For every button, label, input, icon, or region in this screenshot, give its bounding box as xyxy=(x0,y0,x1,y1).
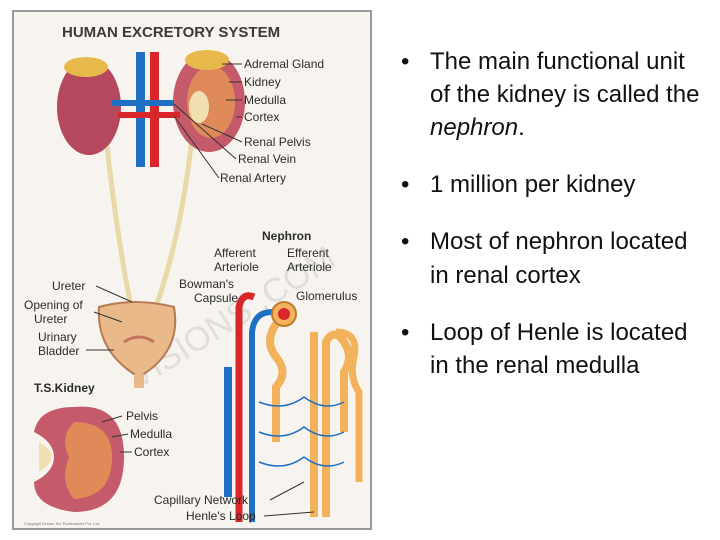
label-renal-vein: Renal Vein xyxy=(238,152,296,166)
left-ureter xyxy=(103,136,135,313)
bullet-text: The main functional unit of the kidney i… xyxy=(430,48,700,109)
label-ts-cortex: Cortex xyxy=(134,445,169,459)
label-capillary-network: Capillary Network xyxy=(154,493,249,507)
label-adrenal-gland: Adremal Gland xyxy=(244,57,324,71)
label-afferent-arteriole: Arteriole xyxy=(214,260,259,274)
bullet-item: 1 million per kidney xyxy=(395,168,705,201)
label-efferent: Efferent xyxy=(287,246,329,260)
bullet-item: Most of nephron located in renal cortex xyxy=(395,225,705,291)
ts-kidney-medulla xyxy=(65,422,112,499)
bullet-item: The main functional unit of the kidney i… xyxy=(395,45,705,144)
label-glomerulus: Glomerulus xyxy=(296,289,357,303)
label-ureter: Ureter xyxy=(52,279,85,293)
poster-title: HUMAN EXCRETORY SYSTEM xyxy=(62,24,280,41)
label-cortex: Cortex xyxy=(244,110,279,124)
label-bowmans: Bowman's xyxy=(179,277,234,291)
vein-segment xyxy=(224,367,232,497)
bullet-text: 1 million per kidney xyxy=(430,171,636,199)
urethra xyxy=(134,374,144,388)
bullet-item: Loop of Henle is located in the renal me… xyxy=(395,316,705,382)
poster-illustration: HUMAN EXCRETORY SYSTEM VISIONS .COM Adre… xyxy=(24,24,363,526)
venous-vessel xyxy=(249,309,273,522)
label-ts-medulla: Medulla xyxy=(130,427,172,441)
left-kidney xyxy=(57,59,121,155)
label-renal-artery: Renal Artery xyxy=(220,171,286,185)
aorta xyxy=(150,52,159,167)
glomerulus xyxy=(278,308,290,320)
afferent-vessel xyxy=(235,292,256,522)
label-urinary: Urinary xyxy=(38,330,77,344)
label-pelvis: Pelvis xyxy=(126,409,158,423)
bullet-text: Loop of Henle is located in the renal me… xyxy=(430,318,688,379)
label-kidney: Kidney xyxy=(244,75,281,89)
renal-artery xyxy=(118,112,180,118)
label-efferent-arteriole: Arteriole xyxy=(287,260,332,274)
label-renal-pelvis: Renal Pelvis xyxy=(244,135,311,149)
label-ts-kidney: T.S.Kidney xyxy=(34,381,95,395)
collecting-duct xyxy=(335,328,363,482)
label-bladder: Bladder xyxy=(38,344,79,358)
vena-cava xyxy=(136,52,145,167)
label-nephron: Nephron xyxy=(262,229,311,243)
bullet-emphasis: nephron xyxy=(430,114,519,142)
excretory-system-poster: HUMAN EXCRETORY SYSTEM VISIONS .COM Adre… xyxy=(12,10,372,530)
right-kidney-pelvis xyxy=(189,91,209,123)
bullet-list: The main functional unit of the kidney i… xyxy=(395,45,705,406)
label-opening-ureter: Ureter xyxy=(34,312,67,326)
label-capsule: Capsule xyxy=(194,291,238,305)
renal-vein xyxy=(112,100,174,106)
copyright: Copyright Dream Tex Publications Pvt. Lt… xyxy=(24,521,100,526)
label-afferent: Afferent xyxy=(214,246,256,260)
right-ureter xyxy=(151,136,195,313)
proximal-tubule xyxy=(266,321,287,442)
label-opening-of: Opening of xyxy=(24,298,83,312)
loop-of-henle xyxy=(310,330,353,517)
capillary-network xyxy=(258,396,345,467)
label-medulla: Medulla xyxy=(244,93,286,107)
label-henles-loop: Henle's Loop xyxy=(186,509,256,523)
left-adrenal-gland xyxy=(64,57,108,77)
bullet-suffix: . xyxy=(518,114,525,142)
right-adrenal-gland xyxy=(185,50,229,70)
ts-kidney-pelvis xyxy=(39,442,52,472)
bullet-text: Most of nephron located in renal cortex xyxy=(430,228,688,289)
